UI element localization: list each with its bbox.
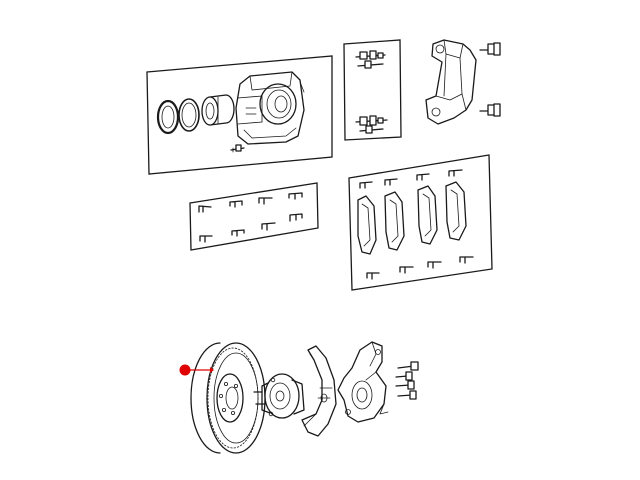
guide-pin-panel (343, 39, 402, 141)
brake-pad-panel (348, 154, 493, 291)
caliper-piston-icon (201, 94, 235, 126)
pad-clip-panel (189, 182, 319, 251)
mount-bolt-lower-icon (479, 103, 501, 117)
caliper-seal-icon (156, 98, 200, 135)
caliper-housing-icon (235, 71, 305, 145)
hub-bearing-icon (253, 373, 305, 419)
red-dot-callout-icon (179, 364, 214, 376)
bleeder-screw-icon (230, 144, 245, 153)
caliper-assembly-panel (146, 55, 333, 175)
guide-pin-lower-icon (355, 115, 388, 134)
steering-knuckle-icon (337, 341, 389, 423)
mount-bolt-upper-icon (479, 42, 501, 56)
knuckle-bolts-icon (395, 361, 419, 400)
rotor-icon (190, 342, 266, 454)
pad-clip-icon (198, 192, 303, 243)
pad-clip-icon (359, 169, 474, 280)
splash-shield-icon (301, 345, 337, 437)
guide-pin-upper-icon (355, 50, 386, 69)
caliper-adapter-mount-icon (425, 39, 477, 125)
brake-pad-icon (357, 181, 467, 255)
